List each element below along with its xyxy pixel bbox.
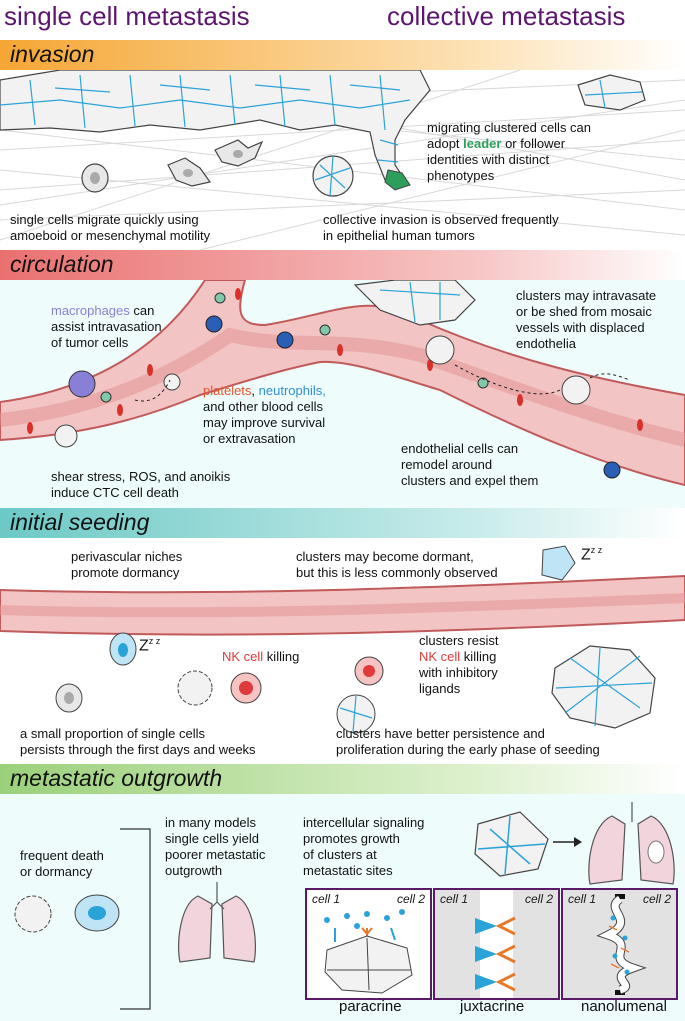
dead-cell [14,895,52,933]
dormant-cluster [541,545,576,581]
text-collective-invasion: collective invasion is observed frequent… [323,212,559,243]
persistent-cluster [551,645,656,729]
cluster-top-right [353,280,476,326]
leader-cell [384,169,411,191]
title-collective: collective metastasis [387,1,626,31]
invasion-illustration [0,70,685,250]
band-outgrowth: metastatic outgrowth [0,764,685,794]
box-juxtacrine: cell 1 cell 2 [433,888,560,1000]
paracrine-cell2-label: cell 2 [396,892,425,906]
nanolumenal-cell2-label: cell 2 [642,892,671,906]
band-circulation: circulation [0,250,685,280]
lungs-cluster [588,802,675,885]
growing-cluster [474,811,549,877]
text-leader-follower: migrating clustered cells can adopt lead… [427,120,592,183]
text-frequent-death: frequent death or dormancy [20,848,104,879]
panel-seeding: perivascular niches promote dormancy clu… [0,538,685,763]
intravasating-cluster [425,335,455,365]
text-clusters-dormant: clusters may become dormant, but this is… [296,549,498,580]
text-perivascular: perivascular niches promote dormancy [71,549,183,580]
macrophage [68,370,96,398]
panel-outgrowth: frequent death or dormancy in many model… [0,794,685,1021]
primary-tumor-mass [0,70,431,189]
text-intercellular-signaling: intercellular signaling promotes growth … [303,815,425,878]
section-label-invasion: invasion [10,41,95,67]
paracrine-cell1-label: cell 1 [312,892,341,906]
box-nanolumenal: cell 1 cell 2 [561,888,678,1000]
zzz-cluster: Zz z [581,545,603,564]
detached-cluster-top [577,74,646,111]
zzz-single: Zz z [139,636,161,655]
text-small-proportion: a small proportion of single cells persi… [20,726,256,757]
juxtacrine-cell2-label: cell 2 [524,892,553,906]
text-single-migration: single cells migrate quickly using amoeb… [10,212,211,243]
leader-word: leader [463,136,502,151]
text-endothelial: endothelial cells can remodel around clu… [401,441,539,488]
label-nanolumenal: nanolumenal [581,998,667,1015]
text-clusters-intravasate: clusters may intravasate or be shed from… [516,288,657,351]
text-blood-cells: platelets, neutrophils, and other blood … [203,383,326,446]
bracket [120,828,151,1010]
circulation-illustration [0,280,685,487]
nanolumenal-cell1-label: cell 1 [568,892,597,906]
text-shear-stress: shear stress, ROS, and anoikis induce CT… [51,469,231,500]
dying-cell [177,670,213,706]
band-seeding: initial seeding [0,508,685,538]
text-nk-killing: NK cell killing [222,649,300,664]
section-label-seeding: initial seeding [10,509,150,535]
box-paracrine: cell 1 cell 2 [305,888,432,1000]
text-macrophages: macrophages can assist intravasation of … [51,303,162,350]
shed-cluster [561,375,591,405]
band-invasion: invasion [0,40,685,70]
panel-circulation: macrophages can assist intravasation of … [0,280,685,508]
text-many-models: in many models single cells yield poorer… [165,815,266,878]
juxtacrine-cell1-label: cell 1 [440,892,469,906]
label-juxtacrine: juxtacrine [460,998,525,1015]
blood-vessel [0,280,685,487]
panel-invasion: migrating clustered cells can adopt lead… [0,70,685,250]
section-label-outgrowth: metastatic outgrowth [10,765,223,791]
lungs-single [177,882,257,963]
title-single-cell: single cell metastasis [4,1,250,31]
text-clusters-resist: clusters resist NK cell killing with inh… [419,633,499,696]
text-clusters-persistence: clusters have better persistence and pro… [336,726,600,757]
label-paracrine: paracrine [339,998,402,1015]
seeding-illustration [0,545,685,734]
resistant-cluster [336,694,376,734]
outgrowth-illustration [14,802,675,1010]
section-label-circulation: circulation [10,251,114,277]
